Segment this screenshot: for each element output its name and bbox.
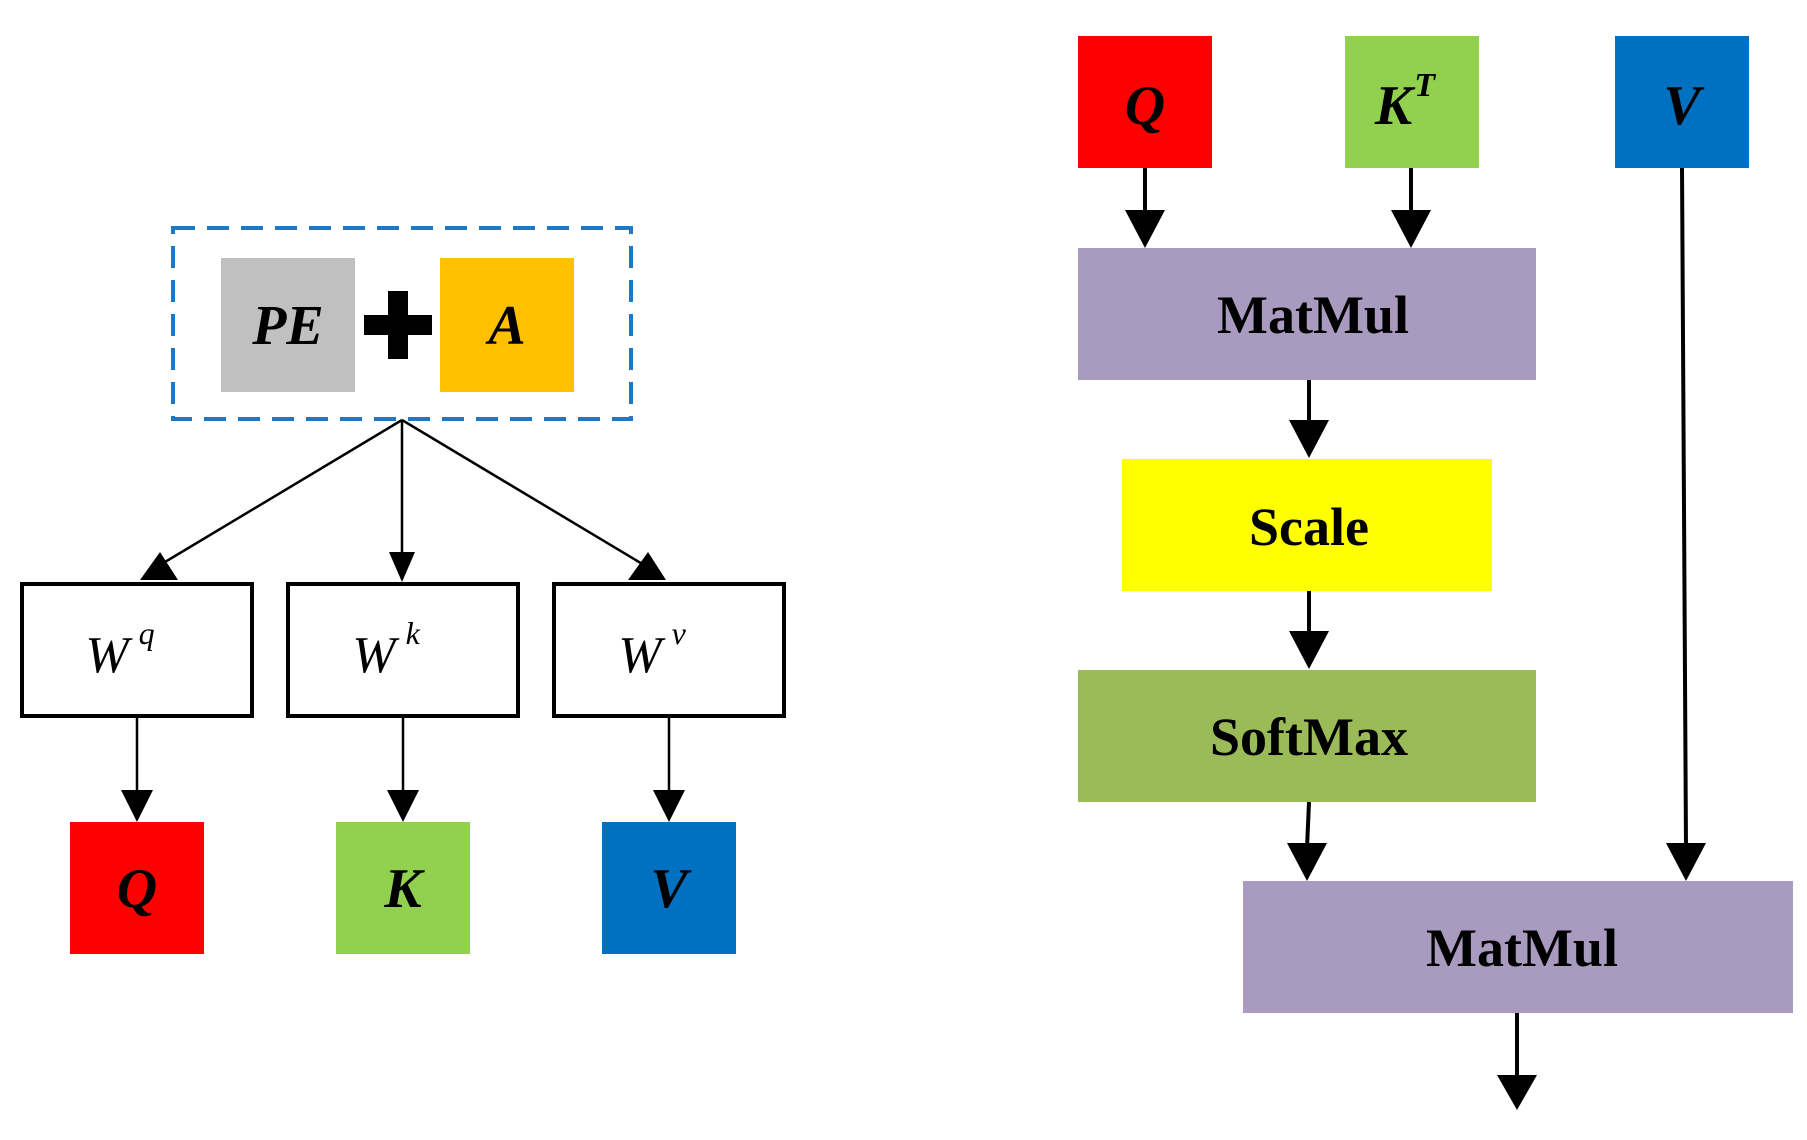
- matmul1-box: [1078, 248, 1536, 380]
- v-input-box: [1615, 36, 1749, 168]
- w-to-output-arrowheads: [121, 790, 685, 822]
- matmul2-box: [1243, 881, 1793, 1013]
- wq-box: [20, 582, 254, 718]
- w-to-output-arrows: [135, 716, 671, 795]
- v-input-label: V: [1663, 75, 1705, 137]
- softmax-box: [1078, 670, 1536, 802]
- kt-input-box: [1345, 36, 1479, 168]
- v-output-label: V: [650, 858, 692, 920]
- softmax-to-matmul2-arrowhead: [1287, 843, 1327, 881]
- k-output-box: [336, 822, 470, 954]
- v-output-box: [602, 822, 736, 954]
- fanout-arrowheads: [140, 552, 666, 582]
- pe-label: PE: [251, 295, 324, 357]
- q-input-box: [1078, 36, 1212, 168]
- kt-input-label: KT: [1374, 67, 1436, 137]
- softmax-label: SoftMax: [1210, 707, 1408, 767]
- q-input-label: Q: [1125, 75, 1165, 137]
- scale-label: Scale: [1249, 497, 1369, 557]
- a-box: [440, 258, 574, 392]
- right-panel: Q KT V MatMul Scale SoftMax: [1078, 36, 1793, 1110]
- v-to-matmul2-arrowhead: [1666, 843, 1706, 881]
- k-output-label: K: [383, 858, 425, 920]
- q-output-label: Q: [117, 858, 157, 920]
- matmul2-label: MatMul: [1426, 918, 1618, 978]
- fanout-arrows: [159, 418, 645, 567]
- softmax-to-matmul2-arrow: [1305, 801, 1311, 849]
- input-group-dashed-box: [171, 226, 633, 421]
- scale-to-softmax-arrowhead: [1289, 631, 1329, 669]
- output-arrowhead: [1497, 1075, 1537, 1110]
- scale-box: [1122, 459, 1492, 591]
- plus-icon: [364, 291, 432, 359]
- qk-arrows: [1143, 168, 1413, 215]
- wk-box: [286, 582, 520, 718]
- wv-box: [552, 582, 786, 718]
- pe-box: [221, 258, 355, 392]
- qk-arrowheads: [1125, 210, 1431, 248]
- a-label: A: [485, 295, 525, 357]
- matmul1-label: MatMul: [1217, 285, 1409, 345]
- v-to-matmul2-arrow: [1680, 167, 1688, 849]
- q-output-box: [70, 822, 204, 954]
- matmul1-to-scale-arrowhead: [1289, 420, 1329, 458]
